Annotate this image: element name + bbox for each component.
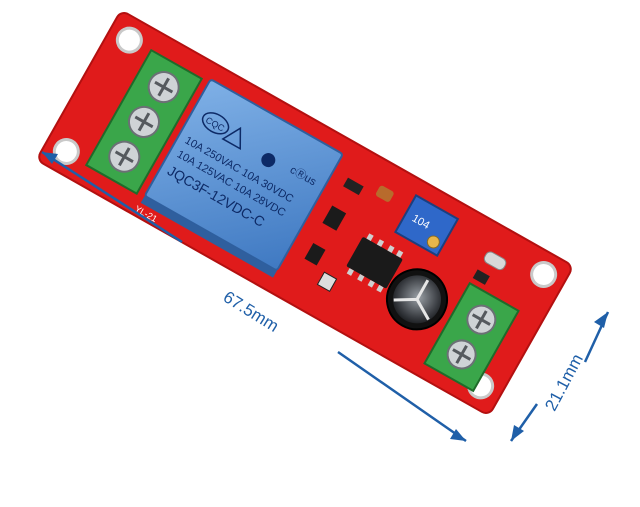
electrolytic-capacitor [386,268,449,331]
terminal-block-left [84,48,204,195]
smd-components [304,177,394,292]
arrow-right-icon [450,429,466,441]
relay-dot-icon [261,153,276,168]
terminal-block-right [423,281,520,393]
pot-screw-icon [426,235,440,249]
ic-chip [346,233,404,293]
mounting-holes [52,26,558,400]
width-label: 21.1mm [541,351,587,414]
arrow-left-icon [42,152,58,164]
potentiometer: 104 [394,194,460,257]
cqc-logo-icon [201,112,230,135]
diode [375,185,394,202]
arrow-up-icon [594,312,608,328]
arrow-down-icon [511,425,524,441]
relay: CQC cⓇus 10A 250VAC 10A 30VDC 10A 125VAC… [140,79,343,278]
relay-module-board: CQC cⓇus 10A 250VAC 10A 30VDC 10A 125VAC… [38,12,572,414]
small-component [483,251,507,271]
warning-triangle-icon [221,126,242,151]
